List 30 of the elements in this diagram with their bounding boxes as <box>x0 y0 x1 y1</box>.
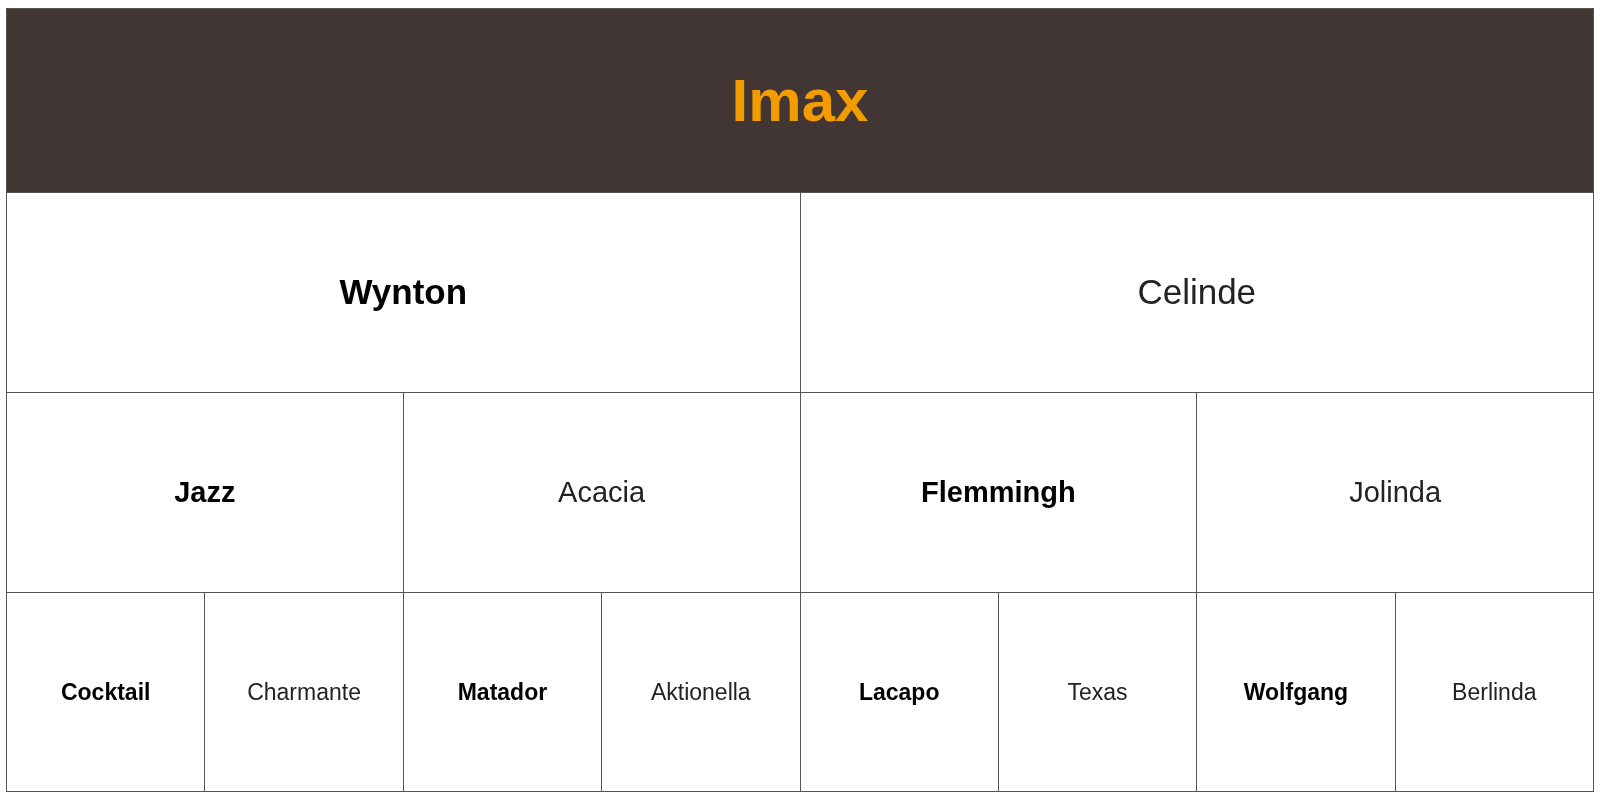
parent-name-bold: Matador <box>457 677 548 707</box>
pedigree-cell <box>7 193 801 393</box>
parent-name-bold: Flemmingh <box>921 474 1076 510</box>
pedigree-cell <box>800 593 999 792</box>
pedigree-cell <box>1395 593 1594 792</box>
pedigree-cell <box>998 593 1198 792</box>
pedigree-cell <box>800 193 1594 393</box>
parent-name: Jolinda <box>1349 474 1442 510</box>
pedigree-cell <box>1197 393 1594 593</box>
parent-name: Aktionella <box>650 677 751 707</box>
pedigree-cell <box>1197 593 1396 792</box>
parent-name-bold: Wynton <box>339 271 468 314</box>
pedigree-cell <box>7 593 206 792</box>
header-band <box>7 9 1594 193</box>
parent-name-bold: Wolfgang <box>1243 677 1349 707</box>
pedigree-cell <box>800 393 1198 593</box>
parent-name: Acacia <box>558 474 646 510</box>
parent-name-bold: Jazz <box>174 474 236 510</box>
parent-name: Celinde <box>1137 271 1257 314</box>
pedigree-cell <box>7 393 404 593</box>
parent-name-bold: Cocktail <box>60 677 151 707</box>
variety-title: Imax <box>731 65 869 136</box>
parent-name: Texas <box>1067 677 1128 707</box>
pedigree-cell <box>602 593 801 792</box>
pedigree-cell <box>403 593 603 792</box>
parent-name: Charmante <box>247 677 361 707</box>
pedigree-cell <box>205 593 404 792</box>
pedigree-cell <box>403 393 801 593</box>
parent-name-bold: Lacapo <box>858 677 940 707</box>
parent-name: Berlinda <box>1452 677 1537 707</box>
